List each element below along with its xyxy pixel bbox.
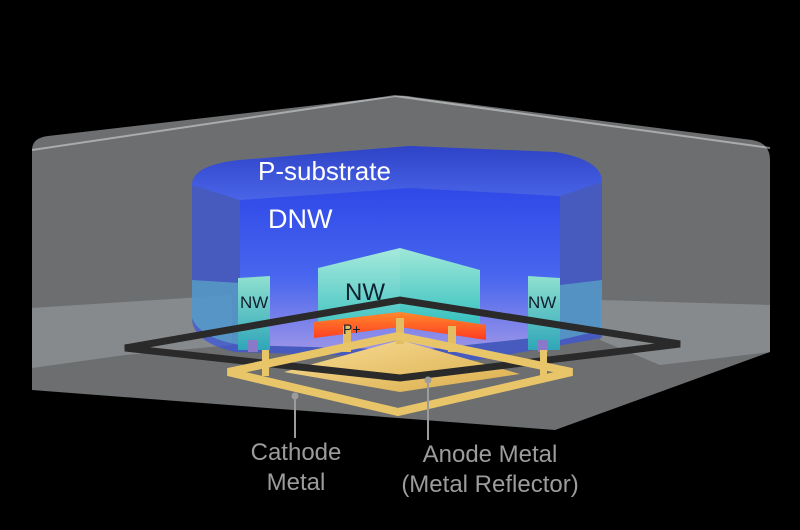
nw-left-contact <box>248 340 258 352</box>
nw-left-well <box>238 276 270 352</box>
label-nw-left: NW <box>240 293 268 312</box>
metal-frame-dark <box>124 296 681 382</box>
caption-anode-line1: Anode Metal <box>423 441 558 468</box>
anode-via-1 <box>343 326 351 352</box>
cathode-leader-dot <box>291 392 299 400</box>
label-p-substrate: P-substrate <box>258 156 391 186</box>
leader-lines <box>291 376 432 440</box>
cathode-ring <box>227 331 573 417</box>
label-nw-center: NW <box>345 279 385 306</box>
caption-anode-line2: (Metal Reflector) <box>401 471 578 498</box>
label-p-plus: P+ <box>343 321 361 337</box>
caption-cathode-line1: Cathode <box>251 439 342 466</box>
dnw-top-rim <box>192 146 602 200</box>
substrate-left-slab <box>32 295 232 368</box>
anode-metal <box>284 318 520 392</box>
caption-cathode: Cathode Metal <box>251 439 342 496</box>
cathode-metal <box>227 331 573 417</box>
label-nw-right: NW <box>528 293 556 312</box>
nw-right-contact <box>538 340 548 352</box>
cathode-via-left <box>262 350 269 376</box>
caption-cathode-line2: Metal <box>267 469 326 496</box>
nw-right-body <box>528 276 560 350</box>
nw-right-well <box>528 276 560 352</box>
anode-leader-dot <box>424 376 432 384</box>
cathode-via-right <box>540 350 547 376</box>
anode-via-3 <box>448 326 456 352</box>
substrate-top-edge <box>31 94 771 151</box>
caption-anode: Anode Metal (Metal Reflector) <box>401 441 578 498</box>
nw-left-body <box>238 276 270 350</box>
anode-via-2 <box>396 318 404 344</box>
label-dnw: DNW <box>268 204 333 234</box>
anode-plate <box>284 340 520 392</box>
